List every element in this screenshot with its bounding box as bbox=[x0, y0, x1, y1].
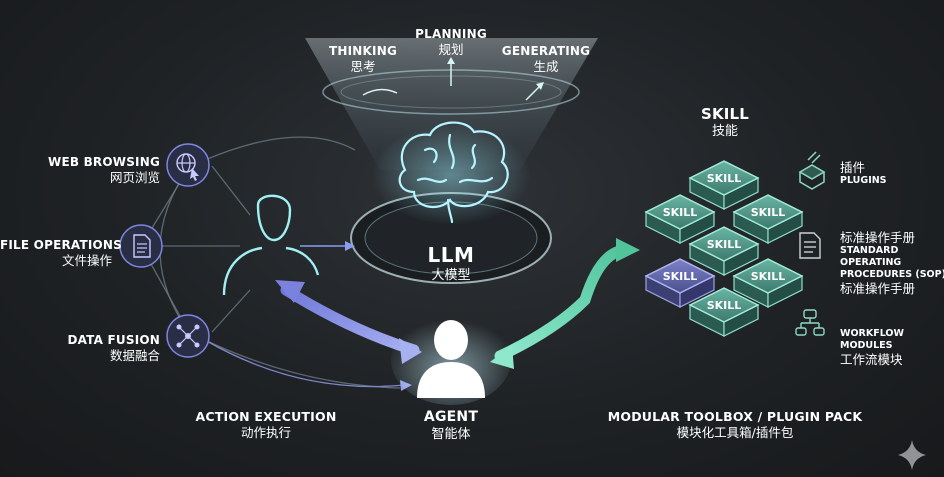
skill-cube-label: SKILL bbox=[751, 206, 786, 219]
planning-arrowhead bbox=[447, 57, 455, 64]
plugins-icon bbox=[798, 151, 826, 190]
skill-cube: SKILL bbox=[688, 226, 760, 276]
agent-action-double-arrow bbox=[280, 284, 420, 356]
action-line bbox=[204, 339, 406, 388]
sparkle-watermark-icon bbox=[898, 440, 926, 470]
skill-cube-label: SKILL bbox=[707, 172, 742, 185]
skill-cube: SKILL bbox=[644, 258, 716, 308]
data-fusion-icon[interactable] bbox=[166, 314, 210, 358]
skill-cube-label: SKILL bbox=[663, 206, 698, 219]
skill-cube: SKILL bbox=[732, 258, 804, 308]
thinking-arrow bbox=[362, 88, 398, 96]
teal-arrowhead-end bbox=[616, 238, 640, 262]
skill-cube-label: SKILL bbox=[751, 270, 786, 283]
brain-glow bbox=[371, 125, 531, 225]
brain-icon bbox=[398, 121, 509, 224]
skill-cube-label: SKILL bbox=[707, 238, 742, 251]
workflow-icon bbox=[795, 309, 825, 336]
skill-cube: SKILL bbox=[688, 287, 760, 337]
skill-cube: SKILL bbox=[644, 194, 716, 244]
skill-cube-label: SKILL bbox=[663, 270, 698, 283]
agent-person-icon bbox=[417, 320, 485, 398]
purple-arrowhead-start bbox=[275, 280, 305, 303]
skill-cube-label: SKILL bbox=[707, 299, 742, 312]
web-browsing-icon[interactable] bbox=[166, 143, 210, 187]
agent-skill-double-arrow bbox=[494, 244, 631, 362]
teal-arrowhead-start bbox=[490, 345, 514, 369]
skill-cube-cluster: SKILL SKILL SKILL SKILL SKILL SKILL SKILL bbox=[644, 160, 804, 337]
generating-arrowhead bbox=[536, 82, 544, 90]
generating-arrow bbox=[525, 85, 541, 101]
skill-cube: SKILL bbox=[732, 194, 804, 244]
user-person-icon bbox=[222, 194, 320, 296]
file-operations-icon[interactable] bbox=[119, 224, 163, 268]
agent-to-llm-arrowhead bbox=[345, 241, 355, 251]
workflow-legend: WORKFLOW MODULES 工作流模块 bbox=[840, 328, 904, 367]
sop-document-icon bbox=[799, 232, 821, 259]
skill-cube: SKILL bbox=[688, 160, 760, 210]
sop-legend: 标准操作手册 STANDARD OPERATING PROCEDURES (SO… bbox=[840, 230, 944, 296]
llm-funnel-beam bbox=[305, 38, 598, 170]
purple-arrowhead-end bbox=[399, 338, 422, 364]
